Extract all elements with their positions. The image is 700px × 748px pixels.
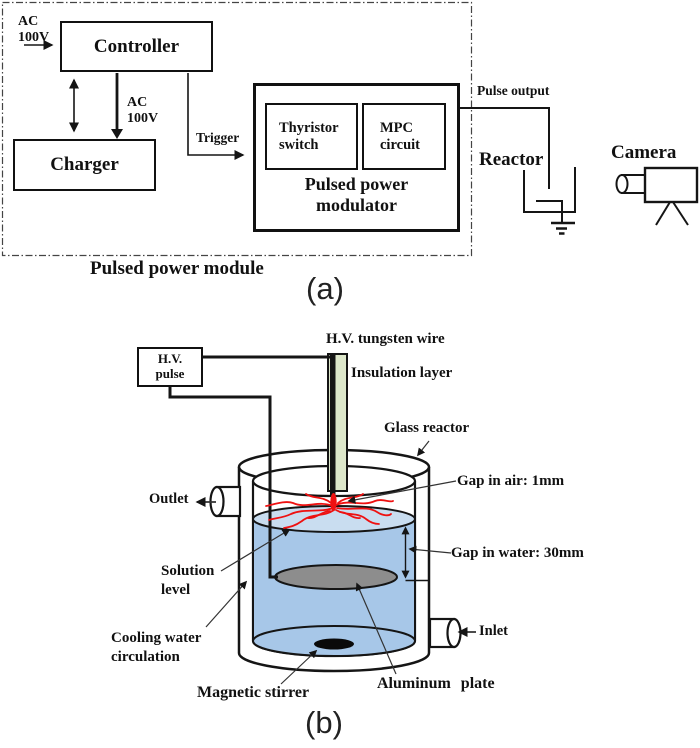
trigger-line — [187, 73, 245, 160]
panel-b-caption: (b) — [305, 705, 343, 740]
magnetic-stirrer-shape — [314, 638, 354, 650]
inlet-label: Inlet — [479, 623, 508, 639]
insulation-layer-label: Insulation layer — [351, 365, 453, 381]
gap-air-leader — [347, 480, 457, 504]
reactor-vessel-outline — [523, 167, 576, 213]
cooling-water-leader — [205, 580, 248, 628]
tungsten-wire-shape — [330, 354, 336, 495]
hv-pulse-box: H.V.pulse — [137, 347, 203, 387]
aluminum-plate-leader — [355, 582, 397, 675]
glass-reactor-vessel — [209, 448, 462, 673]
glass-reactor-label: Glass reactor — [384, 420, 470, 436]
hv-electrode — [203, 353, 348, 502]
pulse-output-label: Pulse output — [477, 83, 550, 98]
leader-arrows — [195, 440, 476, 685]
panel-a-caption: (a) — [306, 271, 344, 306]
inner-vessel-bottom — [252, 625, 416, 657]
reactor-symbol — [523, 167, 576, 235]
camera-icon — [615, 166, 699, 226]
magnetic-stirrer-leader — [280, 649, 318, 685]
camera-label: Camera — [611, 142, 677, 163]
ground-return-wire — [168, 387, 278, 579]
reactor-label: Reactor — [479, 149, 544, 170]
controller-box: Controller — [60, 21, 213, 72]
pulse-output-line — [460, 107, 550, 189]
inlet-port — [428, 617, 462, 649]
aluminum-plate-shape — [274, 564, 398, 590]
aluminum-plate-label: Aluminum plate — [377, 675, 495, 692]
gap-water-dimension-arrow — [401, 526, 428, 582]
pulsed-power-module-dashed-border — [1, 1, 473, 257]
camera-tripod-leg-left — [655, 201, 671, 226]
panel-a-connectors — [24, 40, 550, 189]
camera-body — [643, 166, 699, 204]
camera-lens-cap — [615, 174, 629, 194]
solution-level-leader — [220, 529, 291, 572]
glass-reactor-leader — [417, 440, 430, 457]
camera-tripod-leg-right — [672, 201, 689, 226]
gap-water-leader — [408, 545, 452, 554]
gap-water-label: Gap in water: 30mm — [451, 545, 584, 561]
magnetic-stirrer-label: Magnetic stirrer — [197, 684, 310, 701]
gap-air-label: Gap in air: 1mm — [457, 473, 565, 489]
trigger-label: Trigger — [196, 130, 240, 145]
charger-box: Charger — [13, 139, 156, 191]
outlet-label: Outlet — [149, 491, 189, 507]
tungsten-wire-label: H.V. tungsten wire — [326, 331, 445, 347]
outlet-port — [209, 485, 242, 518]
pulsed-power-module-caption: Pulsed power module — [90, 258, 264, 279]
